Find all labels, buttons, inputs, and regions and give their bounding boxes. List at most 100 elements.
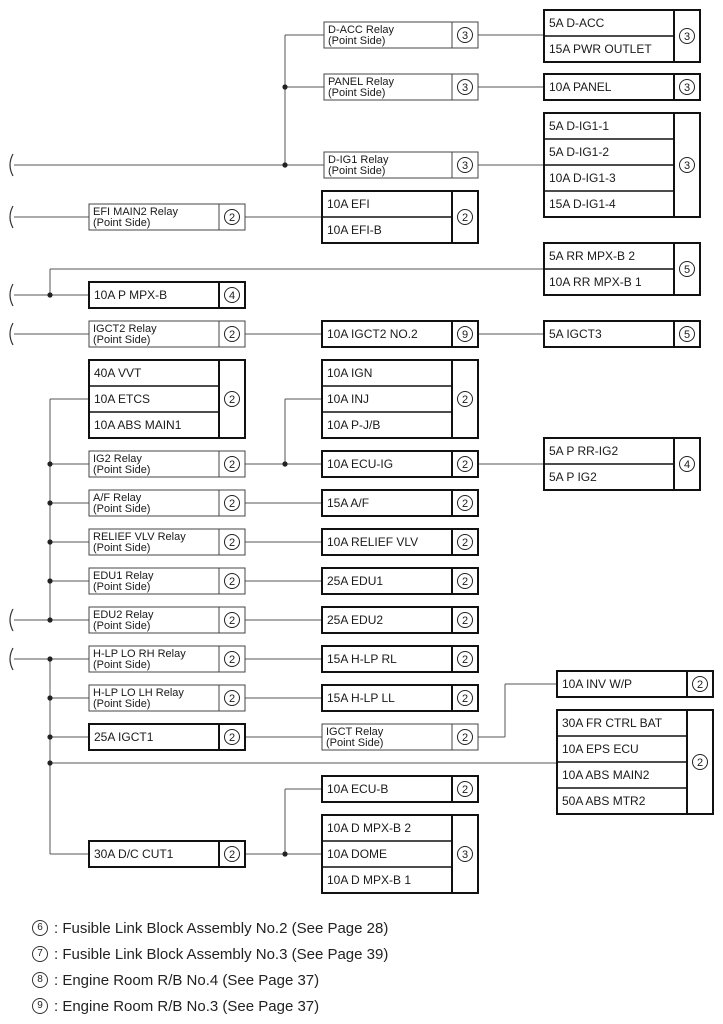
- fuse-label: 40A VVT: [94, 366, 142, 380]
- relay-side-label: (Point Side): [93, 503, 150, 515]
- connector-number-label: 2: [462, 615, 468, 627]
- connector-number-marker: [457, 846, 473, 862]
- fuse-label: 10A ABS MAIN1: [94, 418, 182, 432]
- connector-number-label: 2: [697, 679, 703, 691]
- connector-number-marker: [457, 729, 473, 745]
- legend-number-marker: 7: [32, 946, 48, 963]
- fuse-label: 30A FR CTRL BAT: [562, 716, 663, 730]
- fuse-label: 10A ABS MAIN2: [562, 768, 650, 782]
- relay-side-label: (Point Side): [328, 35, 385, 47]
- connector-number-label: 3: [462, 30, 468, 42]
- relay-box: EFI MAIN2 Relay(Point Side)2: [88, 203, 246, 231]
- fuse-label: 15A H-LP LL: [327, 691, 395, 705]
- legend-text: : Fusible Link Block Assembly No.2 (See …: [54, 920, 389, 937]
- relay-name: IG2 Relay: [93, 453, 142, 465]
- junction-dot: [282, 461, 288, 467]
- wire-break-marker: [9, 153, 14, 177]
- legend-text: : Engine Room R/B No.4 (See Page 37): [54, 972, 320, 989]
- connector-number-label: 2: [229, 498, 235, 510]
- fuse-label: 10A EPS ECU: [562, 742, 639, 756]
- connector-number-marker: [457, 27, 473, 43]
- connector-number-label: 2: [229, 654, 235, 666]
- legend-number-marker: 6: [32, 920, 48, 937]
- connector-number-marker: [224, 729, 240, 745]
- relay-name: RELIEF VLV Relay: [93, 531, 186, 543]
- connector-number-label: 2: [229, 459, 235, 471]
- fuse-label: 10A IGCT2 NO.2: [327, 327, 418, 341]
- connector-number-label: 2: [462, 394, 468, 406]
- connector-number-marker: [224, 690, 240, 706]
- connector-number-label: 3: [462, 160, 468, 172]
- connector-number-marker: [679, 79, 695, 95]
- fuse-label: 10A EFI-B: [327, 223, 382, 237]
- junction-dot: [47, 500, 53, 506]
- legend-text: : Fusible Link Block Assembly No.3 (See …: [54, 946, 389, 963]
- junction-dots: [47, 84, 288, 857]
- relay-name: H-LP LO RH Relay: [93, 648, 186, 660]
- connector-number-marker: [692, 676, 708, 692]
- fuse-label: 10A D MPX-B 2: [327, 821, 411, 835]
- connector-number-marker: [457, 79, 473, 95]
- connector-number-marker: [679, 157, 695, 173]
- fuse-label: 5A P IG2: [549, 470, 597, 484]
- connector-number-marker: [457, 209, 473, 225]
- connector-number-label: 2: [229, 615, 235, 627]
- connector-number-marker: [457, 326, 473, 342]
- fuse-label: 10A DOME: [327, 847, 387, 861]
- fuse-label: 15A PWR OUTLET: [549, 42, 652, 56]
- fuse-label: 5A D-ACC: [549, 16, 605, 30]
- fuse-label: 10A EFI: [327, 197, 370, 211]
- connector-number-marker: [457, 534, 473, 550]
- relay-name: H-LP LO LH Relay: [93, 687, 184, 699]
- relay-box: D-ACC Relay(Point Side) 3: [323, 21, 479, 49]
- connector-number-label: 5: [684, 329, 690, 341]
- fuse-label: 10A ECU-IG: [327, 457, 393, 471]
- connector-number-marker: [457, 456, 473, 472]
- legend-number-marker: 8: [32, 972, 48, 989]
- connector-number-label: 2: [462, 693, 468, 705]
- fuse-label: 25A EDU2: [327, 613, 383, 627]
- wire-break-marker: [9, 608, 14, 632]
- connector-number-label: 2: [229, 329, 235, 341]
- fuse-label: 15A A/F: [327, 496, 369, 510]
- legend: 6 : Fusible Link Block Assembly No.2 (See…: [32, 916, 632, 1020]
- connector-number-marker: [679, 326, 695, 342]
- connector-number-label: 2: [462, 654, 468, 666]
- fuse-label: 50A ABS MTR2: [562, 794, 646, 808]
- connector-number-label: 4: [684, 459, 690, 471]
- junction-dot: [47, 578, 53, 584]
- fuse-label: 10A P-J/B: [327, 418, 380, 432]
- wire-break-marker: [9, 647, 14, 671]
- connector-number-marker: [692, 754, 708, 770]
- relay-name: D-ACC Relay: [328, 24, 395, 36]
- relay-name: EFI MAIN2 Relay: [93, 206, 178, 218]
- relay-name: D-IG1 Relay: [328, 154, 389, 166]
- relay-box: PANEL Relay(Point Side)3: [323, 73, 479, 101]
- relay-name: IGCT2 Relay: [93, 323, 157, 335]
- relay-name: A/F Relay: [93, 492, 142, 504]
- connector-number-marker: [224, 846, 240, 862]
- fuse-label: 10A PANEL: [549, 80, 612, 94]
- connector-number-label: 3: [684, 82, 690, 94]
- relay-side-label: (Point Side): [328, 87, 385, 99]
- connector-number-marker: [224, 287, 240, 303]
- wire-break-marker: [9, 205, 14, 229]
- connector-number-marker: [224, 209, 240, 225]
- legend-item: 7 : Fusible Link Block Assembly No.3 (See…: [32, 942, 632, 968]
- relay-box: IGCT Relay(Point Side)2: [321, 723, 479, 751]
- fuse-label: 5A P RR-IG2: [549, 444, 618, 458]
- relay-box: RELIEF VLV Relay(Point Side)2: [88, 528, 246, 556]
- fuse-label: 10A INV W/P: [562, 677, 632, 691]
- fuse-label: 10A D MPX-B 1: [327, 873, 411, 887]
- junction-dot: [47, 656, 53, 662]
- connector-number-label: 5: [684, 264, 690, 276]
- junction-dot: [47, 695, 53, 701]
- connector-number-marker: [457, 612, 473, 628]
